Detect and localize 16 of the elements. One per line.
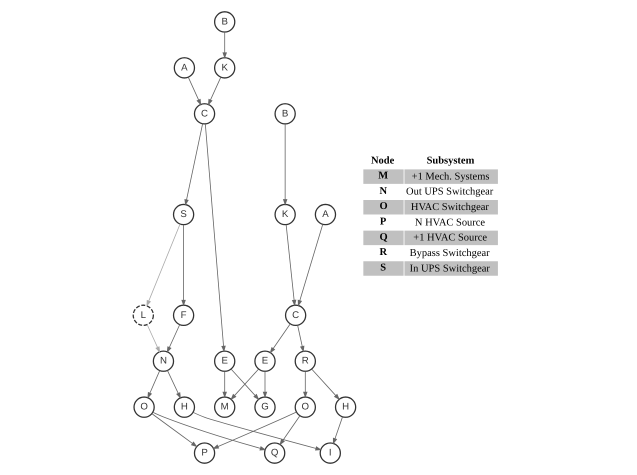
label: Node <box>370 155 394 166</box>
label: P <box>379 216 386 228</box>
label: Q <box>378 232 388 243</box>
label: HVAC Switchgear <box>410 202 488 214</box>
label: S <box>380 262 386 274</box>
label: N <box>378 186 387 197</box>
label: In UPS Switchgear <box>409 263 490 274</box>
label: Subsystem <box>426 155 474 166</box>
label: R <box>378 247 387 258</box>
label: O <box>378 201 388 212</box>
label: +1 Mech. Systems <box>411 171 489 182</box>
label: N HVAC Source <box>414 217 485 228</box>
label: +1 HVAC Source <box>412 232 487 244</box>
label: Out UPS Switchgear <box>406 186 493 198</box>
label: M <box>378 170 388 182</box>
label: Bypass Switchgear <box>409 248 490 259</box>
